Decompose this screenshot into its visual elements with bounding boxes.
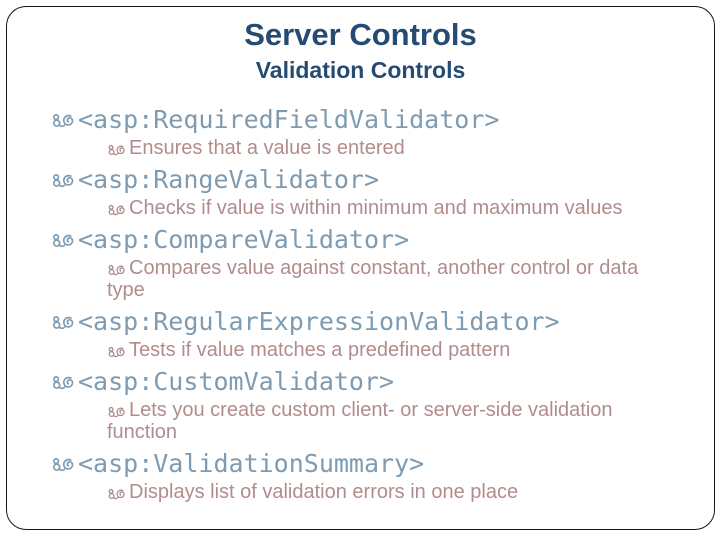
ribbon-scribble-bullet-icon <box>52 113 74 127</box>
slide-title: Server Controls <box>244 17 477 52</box>
ribbon-scribble-bullet-icon <box>52 457 74 471</box>
ribbon-scribble-bullet-icon <box>52 233 74 247</box>
validator-description-text: Lets you create custom client- or server… <box>107 399 613 443</box>
validator-tag-text: <asp:RangeValidator> <box>78 165 380 194</box>
validator-tag-item: <asp:ValidationSummary> <box>51 448 706 480</box>
validator-description-text: Ensures that a value is entered <box>129 137 405 159</box>
validator-description-text: Compares value against constant, another… <box>107 257 639 301</box>
validator-tag-text: <asp:CompareValidator> <box>78 225 410 254</box>
ribbon-scribble-bullet-icon <box>108 204 125 216</box>
validator-tag-text: <asp:CustomValidator> <box>78 367 395 396</box>
validator-tag-text: <asp:RegularExpressionValidator> <box>78 307 560 336</box>
ribbon-scribble-bullet-icon <box>108 488 125 500</box>
slide-border-frame: Server Controls Validation Controls <asp… <box>6 6 715 530</box>
validator-description-item: Tests if value matches a predefined patt… <box>51 339 706 361</box>
validator-description-item: Displays list of validation errors in on… <box>51 481 706 503</box>
validator-description-text: Tests if value matches a predefined patt… <box>129 339 511 361</box>
ribbon-scribble-bullet-icon <box>108 144 125 156</box>
ribbon-scribble-bullet-icon <box>108 346 125 358</box>
ribbon-scribble-bullet-icon <box>108 406 125 418</box>
ribbon-scribble-bullet-icon <box>52 315 74 329</box>
validator-tag-item: <asp:CompareValidator> <box>51 224 706 256</box>
validator-description-item: Ensures that a value is entered <box>51 137 706 159</box>
validator-tag-item: <asp:CustomValidator> <box>51 366 706 398</box>
validator-tag-item: <asp:RequiredFieldValidator> <box>51 104 706 136</box>
slide-subtitle: Validation Controls <box>255 57 466 83</box>
slide-body: <asp:RequiredFieldValidator> Ensures tha… <box>7 83 714 503</box>
validator-tag-item: <asp:RangeValidator> <box>51 164 706 196</box>
validator-description-item: Compares value against constant, another… <box>51 257 706 301</box>
ribbon-scribble-bullet-icon <box>52 173 74 187</box>
validator-description-text: Displays list of validation errors in on… <box>129 481 519 503</box>
validator-description-item: Checks if value is within minimum and ma… <box>51 197 706 219</box>
ribbon-scribble-bullet-icon <box>52 375 74 389</box>
validator-tag-text: <asp:ValidationSummary> <box>78 449 425 478</box>
ribbon-scribble-bullet-icon <box>108 264 125 276</box>
validator-description-item: Lets you create custom client- or server… <box>51 399 706 443</box>
validator-tag-text: <asp:RequiredFieldValidator> <box>78 105 500 134</box>
validator-tag-item: <asp:RegularExpressionValidator> <box>51 306 706 338</box>
validator-description-text: Checks if value is within minimum and ma… <box>129 197 623 219</box>
